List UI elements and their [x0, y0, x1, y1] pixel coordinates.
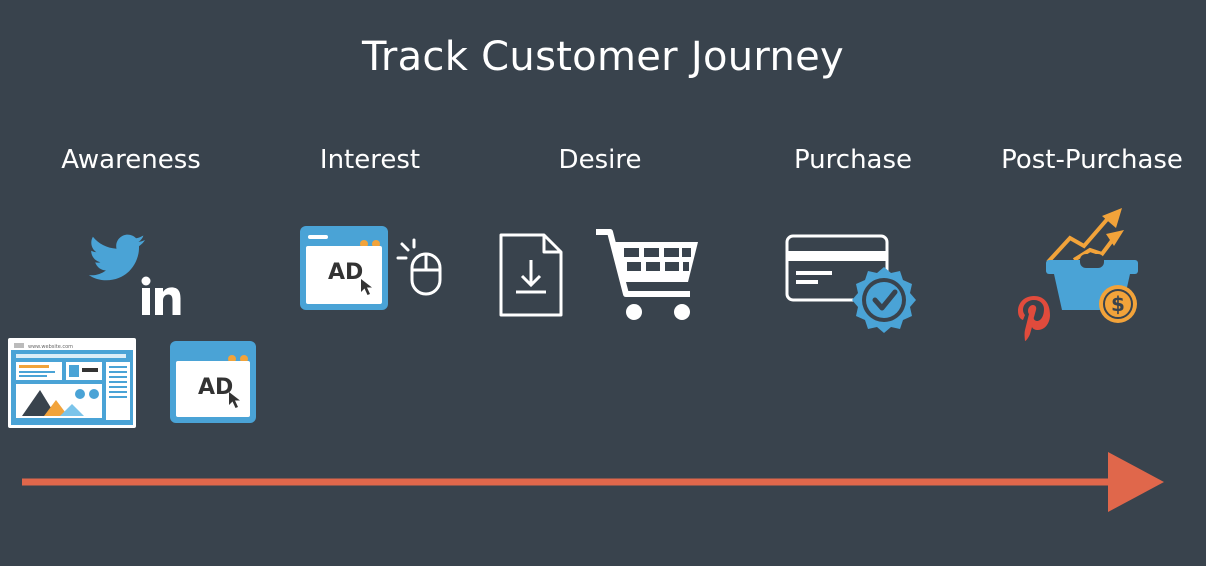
credit-card-icon: [785, 234, 889, 302]
stage-label-post-purchase: Post-Purchase: [1001, 145, 1183, 175]
download-document-icon: [499, 233, 563, 317]
svg-text:$: $: [1111, 292, 1125, 316]
mouse-icon: [396, 238, 442, 296]
linkedin-icon: [141, 276, 181, 315]
twitter-icon: [88, 234, 145, 281]
ad-screen: AD: [176, 361, 250, 417]
window-dots: [224, 348, 248, 367]
cursor-icon: [361, 279, 372, 295]
ad-text: AD: [198, 375, 234, 400]
ad-screen: AD: [306, 246, 382, 304]
stage-label-interest: Interest: [319, 145, 421, 175]
website-icon: www.website.com: [8, 338, 136, 428]
page-title: Track Customer Journey: [362, 34, 844, 80]
window-dots: [356, 233, 380, 252]
stage-label-purchase: Purchase: [793, 145, 913, 175]
cursor-icon: [229, 392, 240, 408]
pinterest-icon: [1018, 296, 1050, 341]
timeline-arrow: [22, 452, 1164, 512]
growth-arrows-icon: [1046, 208, 1124, 264]
dollar-coin-icon: $: [1099, 285, 1137, 323]
ad-window-icon: AD: [170, 341, 256, 423]
stage-label-desire: Desire: [558, 145, 642, 175]
shopping-cart-icon: [596, 229, 698, 320]
ad-text: AD: [328, 260, 364, 285]
stage-label-awareness: Awareness: [61, 145, 201, 175]
website-url-text: www.website.com: [28, 344, 73, 350]
verified-badge-icon: [852, 267, 916, 333]
ad-window-icon: AD: [300, 226, 388, 310]
